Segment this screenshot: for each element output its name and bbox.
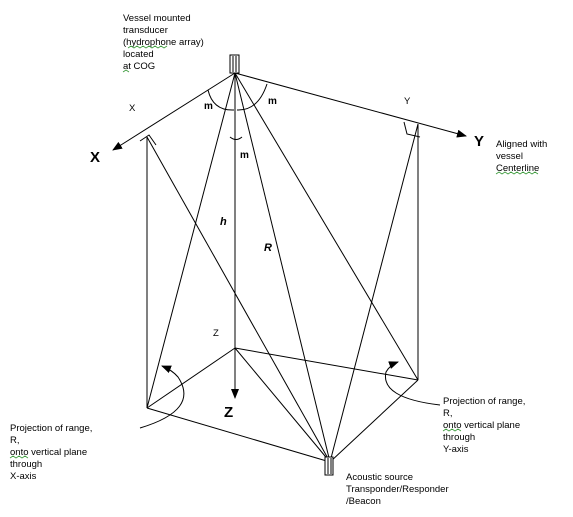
range-line-r [234,72,331,463]
bottom-edge-right-back [234,347,419,381]
projection-arrow-left [139,365,185,429]
projection-left-line: R, [10,435,20,446]
vessel-mounted-line: located [123,49,154,60]
bottom-edge-left-back [146,347,236,409]
projection-left-label: Projection of range, R, onto vertical pl… [10,423,92,482]
projection-left-line: X-axis [10,471,37,482]
projection-left-line: onto vertical plane [10,447,87,458]
acoustic-source-label: Acoustic source Transponder/Responder /B… [346,472,449,507]
y-axis-label: Y [474,133,484,150]
angle-arc-right [236,83,268,111]
transducer-icon [229,54,240,74]
spell-underline [495,171,539,175]
vessel-mounted-line: Vessel mounted [123,13,191,24]
acoustic-source-line: Acoustic source [346,472,413,483]
diagonal-right-to-source [329,123,419,463]
projection-line-left-top [146,72,236,409]
vessel-mounted-label: Vessel mounted transducer (hydrophone ar… [123,13,204,72]
z-base-to-source-line [234,347,331,463]
angle-m-left: m [204,101,213,112]
vessel-mounted-line: (hydrophone array) [123,37,204,48]
spell-underline [9,455,29,459]
projection-left-line: through [10,459,42,470]
projection-line-right-top [234,72,419,381]
projection-left-line: Projection of range, [10,423,92,434]
height-h-label: h [220,216,227,228]
acoustic-source-line: Transponder/Responder [346,484,449,495]
projection-right-line: Y-axis [443,444,469,455]
acoustic-source-icon [324,456,334,476]
right-angle-mark-y [403,121,421,138]
projection-right-line: Projection of range, [443,396,525,407]
aligned-line: vessel [496,151,523,162]
projection-right-line: R, [443,408,453,419]
angle-m-right: m [268,96,277,107]
z-axis-label: Z [224,404,233,421]
spell-underline [122,69,130,73]
vessel-mounted-line: transducer [123,25,168,36]
aligned-label: Aligned with vessel Centerline [496,139,547,174]
x-axis-line [112,72,236,151]
projection-arrow-right [384,361,441,406]
aligned-line: Centerline [496,163,539,174]
acoustic-source-line: /Beacon [346,496,381,507]
angle-m-down: m [240,150,249,161]
x-axis-label: X [90,149,100,166]
spell-underline [442,428,462,432]
spell-underline [127,45,168,49]
right-angle-mark-x [139,134,157,146]
projection-right-line: through [443,432,475,443]
x-axis-small-label: X [129,103,136,114]
angle-arc-down [229,136,243,140]
projection-right-label: Projection of range, R, onto vertical pl… [443,396,525,455]
aligned-line: Aligned with [496,139,547,150]
y-axis-small-label: Y [404,96,411,107]
z-axis-small-label: Z [213,328,219,339]
range-r-label: R [264,242,272,254]
y-axis-line [234,72,467,138]
projection-right-line: onto vertical plane [443,420,520,431]
vessel-mounted-line: at COG [123,61,155,72]
bottom-edge-right-front [329,379,419,463]
bottom-edge-left-front [146,407,331,463]
diagonal-left-to-source [146,136,331,463]
angle-arc-left [207,89,235,111]
